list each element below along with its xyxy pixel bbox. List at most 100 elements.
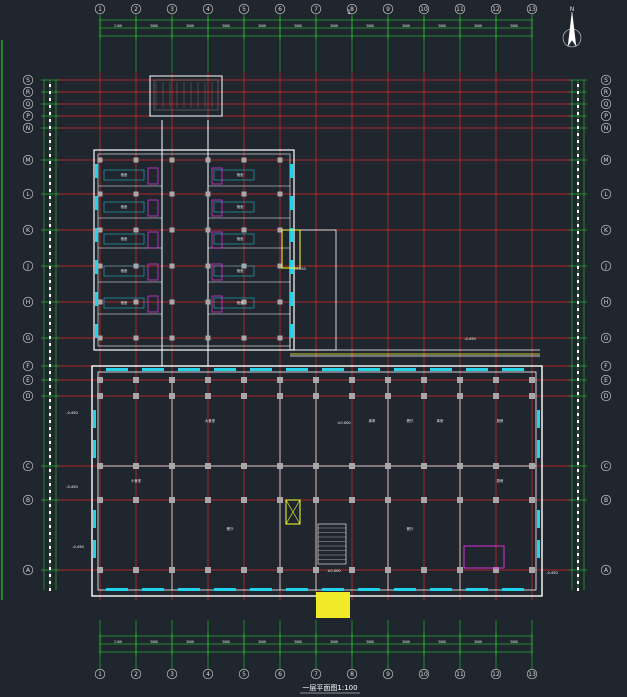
axis-bubble-row bbox=[22, 390, 34, 402]
dim-mark bbox=[49, 210, 51, 213]
structural-column bbox=[133, 377, 139, 383]
structural-column bbox=[277, 191, 283, 197]
dim-mark bbox=[577, 133, 579, 136]
room-label: 厨房 bbox=[497, 418, 504, 423]
structural-column bbox=[385, 463, 391, 469]
structural-column bbox=[97, 191, 103, 197]
dim-mark bbox=[49, 567, 51, 570]
dim-value: 3600 bbox=[186, 24, 194, 28]
structural-column bbox=[169, 299, 175, 305]
dim-mark bbox=[577, 567, 579, 570]
structural-column bbox=[529, 393, 535, 399]
window-top bbox=[214, 368, 236, 371]
axis-bubble-row bbox=[22, 460, 34, 472]
structural-column bbox=[385, 497, 391, 503]
dim-mark bbox=[49, 119, 51, 122]
dim-mark bbox=[49, 385, 51, 388]
window-wing-left bbox=[95, 228, 98, 242]
dim-value: 3600 bbox=[222, 24, 230, 28]
dim-mark bbox=[49, 483, 51, 486]
dim-mark bbox=[577, 434, 579, 437]
dim-mark bbox=[49, 357, 51, 360]
structural-column bbox=[169, 227, 175, 233]
dim-mark bbox=[577, 385, 579, 388]
dim-mark bbox=[49, 364, 51, 367]
dim-mark bbox=[49, 280, 51, 283]
dim-mark bbox=[49, 574, 51, 577]
window-bottom bbox=[358, 588, 380, 591]
structural-column bbox=[97, 263, 103, 269]
window-top bbox=[250, 368, 272, 371]
structural-column bbox=[169, 377, 175, 383]
stair-lower bbox=[317, 523, 347, 565]
dim-value: 3600 bbox=[510, 640, 518, 644]
dim-mark bbox=[49, 581, 51, 584]
dim-mark bbox=[577, 182, 579, 185]
dim-mark bbox=[49, 420, 51, 423]
window-bottom bbox=[394, 588, 416, 591]
window-wing-right bbox=[290, 196, 293, 210]
yellow-stair bbox=[281, 229, 301, 269]
room-label: 宿舍 bbox=[237, 300, 244, 305]
structural-column bbox=[169, 263, 175, 269]
axis-bubble-row bbox=[600, 390, 612, 402]
entrance-hatch bbox=[153, 79, 219, 111]
axis-bubble-label: A bbox=[26, 567, 31, 574]
dim-mark bbox=[577, 203, 579, 206]
dim-mark bbox=[49, 511, 51, 514]
structural-column bbox=[205, 335, 211, 341]
axis-bubble-label: 6 bbox=[278, 671, 282, 678]
window-wing-left bbox=[95, 164, 98, 178]
window-top bbox=[394, 368, 416, 371]
dim-value: 3600 bbox=[474, 640, 482, 644]
dim-mark bbox=[49, 294, 51, 297]
axis-bubble-row bbox=[600, 110, 612, 122]
axis-bubble-row bbox=[600, 86, 612, 98]
structural-column bbox=[133, 335, 139, 341]
dim-mark bbox=[577, 518, 579, 521]
level-mark: -0.450 bbox=[546, 571, 558, 575]
window-top bbox=[430, 368, 452, 371]
dim-mark bbox=[577, 259, 579, 262]
dim-mark bbox=[49, 147, 51, 150]
dim-mark bbox=[49, 231, 51, 234]
window-bottom bbox=[106, 588, 128, 591]
axis-bubble-label: N bbox=[604, 125, 609, 132]
structural-column bbox=[241, 227, 247, 233]
dim-mark bbox=[577, 588, 579, 591]
structural-column bbox=[97, 567, 103, 573]
bed-block bbox=[103, 169, 145, 181]
axis-bubble-label: 13 bbox=[528, 6, 536, 13]
axis-bubble-label: 4 bbox=[206, 6, 210, 13]
dim-mark bbox=[577, 294, 579, 297]
window-wing-right bbox=[290, 228, 293, 242]
dim-mark bbox=[49, 238, 51, 241]
window-wing-right bbox=[290, 292, 293, 306]
structural-column bbox=[97, 299, 103, 305]
dim-mark bbox=[577, 147, 579, 150]
dim-mark bbox=[577, 462, 579, 465]
structural-column bbox=[205, 393, 211, 399]
structural-column bbox=[205, 497, 211, 503]
dim-mark bbox=[577, 329, 579, 332]
dim-value: 3600 bbox=[294, 640, 302, 644]
north-arrow: N bbox=[562, 6, 582, 48]
dim-mark bbox=[577, 154, 579, 157]
axis-bubble-label: L bbox=[604, 191, 608, 198]
axis-bubble-label: 9 bbox=[386, 671, 390, 678]
axis-bubble-row bbox=[22, 564, 34, 576]
window-left bbox=[93, 510, 96, 528]
dim-mark bbox=[577, 539, 579, 542]
dim-mark bbox=[577, 357, 579, 360]
structural-column bbox=[169, 497, 175, 503]
room-label: 宿舍 bbox=[237, 172, 244, 177]
axis-bubble-column bbox=[310, 668, 322, 680]
axis-bubble-row bbox=[600, 564, 612, 576]
room-label: 餐厅 bbox=[227, 526, 234, 531]
dim-value: 3600 bbox=[258, 24, 266, 28]
dim-mark bbox=[577, 399, 579, 402]
dim-mark bbox=[49, 322, 51, 325]
structural-column bbox=[97, 335, 103, 341]
window-top bbox=[106, 368, 128, 371]
axis-bubble-column bbox=[454, 3, 466, 15]
